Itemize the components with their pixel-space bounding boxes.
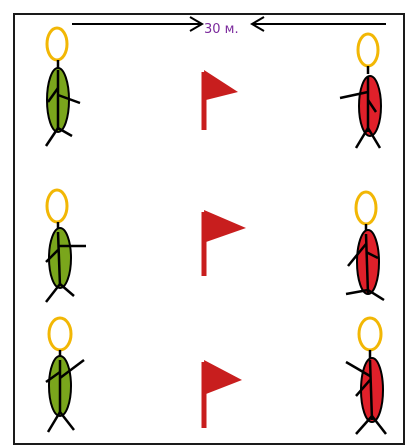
- distance-indicator: 30 м.: [72, 17, 386, 37]
- left-player-3: [46, 318, 84, 432]
- player-head: [47, 28, 67, 60]
- player-head: [49, 318, 71, 350]
- right-player-1: [340, 34, 381, 148]
- left-player-2: [46, 190, 86, 302]
- flag-icon: [204, 210, 246, 276]
- player-body: [359, 76, 381, 136]
- left-player-1: [46, 28, 80, 146]
- flag-icon: [204, 360, 242, 428]
- right-player-2: [346, 192, 384, 300]
- flag-icon: [204, 70, 238, 130]
- player-head: [359, 318, 381, 350]
- player-head: [358, 34, 378, 66]
- player-head: [356, 192, 376, 224]
- player-head: [47, 190, 67, 222]
- distance-label: 30 м.: [204, 22, 239, 37]
- right-player-3: [346, 318, 386, 434]
